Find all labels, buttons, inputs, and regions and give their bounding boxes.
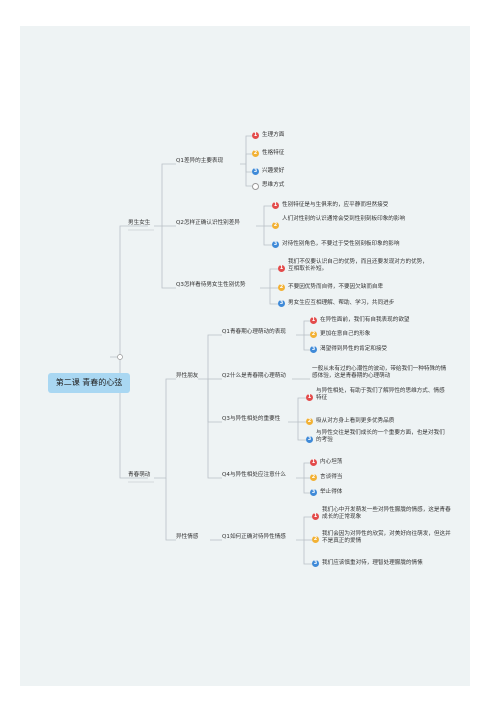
y4-item[interactable]: 内心坦荡 (320, 459, 343, 465)
e1-item[interactable]: 我们会因为对异性的欣赏，对美好向往萌发，但这并不是真正的爱情 (322, 531, 451, 545)
e1-item[interactable]: 我们心中开发萌发一些对异性朦胧的情感，这是青春成长的正常现象 (322, 507, 451, 521)
priority-3-icon: 3 (306, 436, 313, 443)
q3-item[interactable]: 不要因优势而自得，不要因欠缺而自卑 (288, 284, 384, 290)
priority-2-icon: 2 (312, 536, 319, 543)
sub-yixing-pengyou[interactable]: 异性朋友 (176, 373, 199, 379)
y3-item[interactable]: 与异性相处，有助于我们了解异性的思维方式、情感特征 (316, 388, 445, 402)
priority-1-icon: 1 (310, 317, 317, 324)
priority-1-icon: 1 (278, 265, 285, 272)
priority-1-icon: 1 (310, 459, 317, 466)
priority-3-icon: 3 (312, 560, 319, 567)
e1-label[interactable]: Q1如何正确对待异性情感 (222, 534, 286, 540)
y3-item[interactable]: 吸从对方身上看到更多优秀品质 (316, 418, 395, 424)
y4-item[interactable]: 言谈得当 (320, 474, 343, 480)
q2-item[interactable]: 性别特征是与生俱来的，应平静而坦然接受 (282, 202, 389, 208)
mindmap-canvas: 第二课 青春的心弦 男生女生 青春萌动 Q1差异的主要表现 Q2怎样正确认识性别… (20, 26, 470, 686)
sub-yixing-qinggan[interactable]: 异性情感 (176, 534, 199, 540)
priority-1-icon: 1 (312, 513, 319, 520)
priority-2-icon: 2 (306, 418, 313, 425)
priority-3-icon: 3 (278, 300, 285, 307)
q3-label[interactable]: Q3怎样看待男女生性别优势 (176, 282, 246, 288)
empty-circle-icon (252, 183, 259, 190)
q1-item[interactable]: 生理方面 (262, 132, 285, 138)
q1-item[interactable]: 兴趣爱好 (262, 168, 285, 174)
y1-item[interactable]: 在异性面前，我们有自我表现的欲望 (320, 317, 410, 323)
y3-item[interactable]: 与异性交往是我们成长的一个重要方面，也是对我们的考验 (316, 430, 445, 444)
q3-item[interactable]: 男女生应互相理解、帮助、学习，共同进步 (288, 300, 395, 306)
q1-item[interactable]: 思维方式 (262, 182, 285, 188)
priority-3-icon: 3 (310, 489, 317, 496)
q2-item[interactable]: 对待性别角色，不要过于受性别刻板印象的影响 (282, 241, 400, 247)
priority-3-icon: 3 (252, 168, 259, 175)
priority-1-icon: 1 (252, 132, 259, 139)
y4-item[interactable]: 举止得体 (320, 489, 343, 495)
branch-nansheng-nvsheng[interactable]: 男生女生 (128, 220, 151, 226)
y2-label[interactable]: Q2什么是青春期心理萌动 (222, 373, 286, 379)
y1-label[interactable]: Q1青春期心理萌动的表现 (222, 329, 286, 335)
priority-2-icon: 2 (278, 284, 285, 291)
connector-lines (110, 135, 312, 565)
y4-label[interactable]: Q4与异性相处应注意什么 (222, 472, 286, 478)
priority-2-icon: 2 (272, 222, 279, 229)
priority-1-icon: 1 (272, 202, 279, 209)
q1-label[interactable]: Q1差异的主要表现 (176, 158, 224, 164)
y3-label[interactable]: Q3与异性相处的重要性 (222, 416, 281, 422)
priority-1-icon: 1 (306, 394, 313, 401)
root-topic[interactable]: 第二课 青春的心弦 (48, 373, 130, 393)
priority-2-icon: 2 (310, 331, 317, 338)
e1-item[interactable]: 我们应该慎重对待，理智处理朦胧的情愫 (322, 560, 423, 566)
y2-description[interactable]: 一般从未有过的心潮性的波动，带给我们一种特殊的情感体验，这是青春期的心理萌动 (312, 366, 447, 380)
y1-item[interactable]: 更加在意自己的形象 (320, 331, 371, 337)
q1-item[interactable]: 性格特征 (262, 150, 285, 156)
q2-item[interactable]: 人们对性别的认识通常会受到性别刻板印象的影响 (282, 216, 406, 222)
priority-2-icon: 2 (310, 474, 317, 481)
branch-qingchun-mengdong[interactable]: 青春萌动 (128, 472, 151, 478)
q2-label[interactable]: Q2怎样正确认识性别差异 (176, 220, 240, 226)
priority-2-icon: 2 (252, 150, 259, 157)
y1-item[interactable]: 渴望得到异性的肯定和接受 (320, 346, 388, 352)
priority-3-icon: 3 (272, 241, 279, 248)
priority-3-icon: 3 (310, 346, 317, 353)
q3-item[interactable]: 我们不仅要认识自己的优势，而且还要发现对方的优势，互相取长补短。 (288, 259, 428, 273)
